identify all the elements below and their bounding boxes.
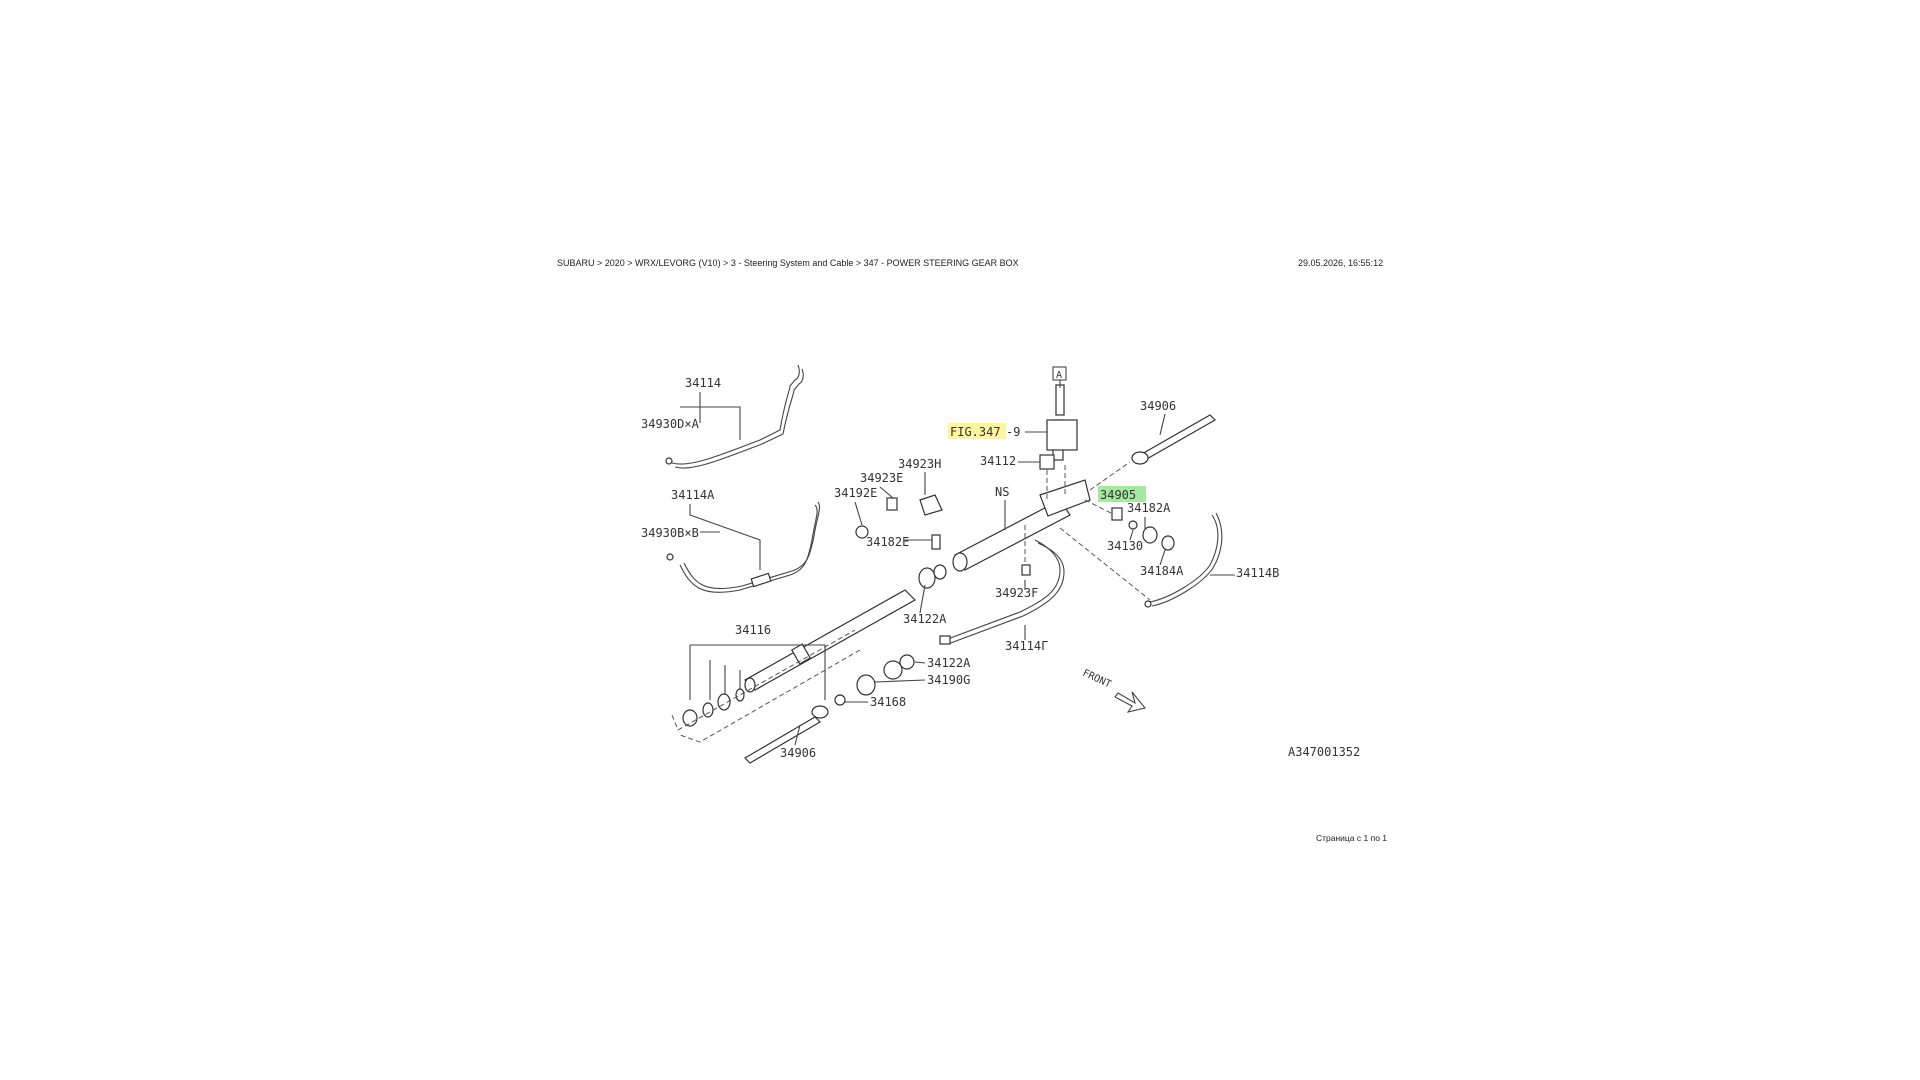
label-34184a: 34184A: [1140, 564, 1184, 578]
gear-box-housing: [918, 479, 1091, 589]
label-34906-upper: 34906: [1140, 399, 1176, 413]
front-arrow: FRONT: [1081, 668, 1146, 713]
front-label: FRONT: [1081, 668, 1113, 691]
label-ns: NS: [995, 485, 1009, 499]
part-34905-highlight: [1098, 486, 1146, 502]
breadcrumb: SUBARU > 2020 > WRX/LEVORG (V10) > 3 - S…: [557, 258, 1019, 268]
label-34114g: 34114Г: [1005, 639, 1048, 653]
right-small-parts: [1111, 507, 1175, 551]
label-34905[interactable]: 34905: [1100, 488, 1136, 502]
label-34168: 34168: [870, 695, 906, 709]
seal-rings: [682, 688, 745, 727]
drawing-code: A347001352: [1288, 745, 1360, 759]
label-34190g: 34190G: [927, 673, 970, 687]
label-34182a-right: 34182A: [1127, 501, 1171, 515]
label-34930b-b: 34930B×B: [641, 526, 699, 540]
clip-34923f: [1021, 564, 1031, 576]
hose-34114g: [939, 539, 1065, 645]
boot-parts: [834, 654, 915, 706]
hose-34114: [665, 364, 804, 469]
print-datetime: 29.05.2026, 16:55:12: [1298, 258, 1384, 268]
rack-tube-34116: [744, 589, 916, 693]
label-34923e: 34923E: [860, 471, 903, 485]
label-34114a: 34114A: [671, 488, 715, 502]
tie-rod-34906-upper: [1131, 414, 1216, 465]
label-34182e: 34182E: [866, 535, 909, 549]
label-34114b: 34114B: [1236, 566, 1279, 580]
hose-34114b: [1144, 512, 1223, 608]
ref-fig-suffix: -9: [1006, 425, 1020, 439]
label-34116: 34116: [735, 623, 771, 637]
label-34930d-a: 34930D×A: [641, 417, 700, 431]
label-34906-lower: 34906: [780, 746, 816, 760]
callout-a: A: [1056, 370, 1062, 381]
label-34923h: 34923H: [898, 457, 941, 471]
label-34130: 34130: [1107, 539, 1143, 553]
tie-rod-34906-lower: [744, 705, 829, 764]
ref-fig-347[interactable]: FIG.347: [950, 425, 1001, 439]
label-34114: 34114: [685, 376, 721, 390]
label-34122a-upper: 34122A: [903, 612, 947, 626]
bracket-parts: [855, 494, 943, 550]
hose-34114a: [666, 501, 821, 593]
label-34122a-lower: 34122A: [927, 656, 971, 670]
label-34112: 34112: [980, 454, 1016, 468]
label-34192e: 34192E: [834, 486, 877, 500]
ref-fig-highlight: [948, 423, 1006, 439]
page-counter: Страница с 1 по 1: [1316, 833, 1388, 843]
label-34923f: 34923F: [995, 586, 1038, 600]
valve-assembly: [1039, 384, 1078, 470]
